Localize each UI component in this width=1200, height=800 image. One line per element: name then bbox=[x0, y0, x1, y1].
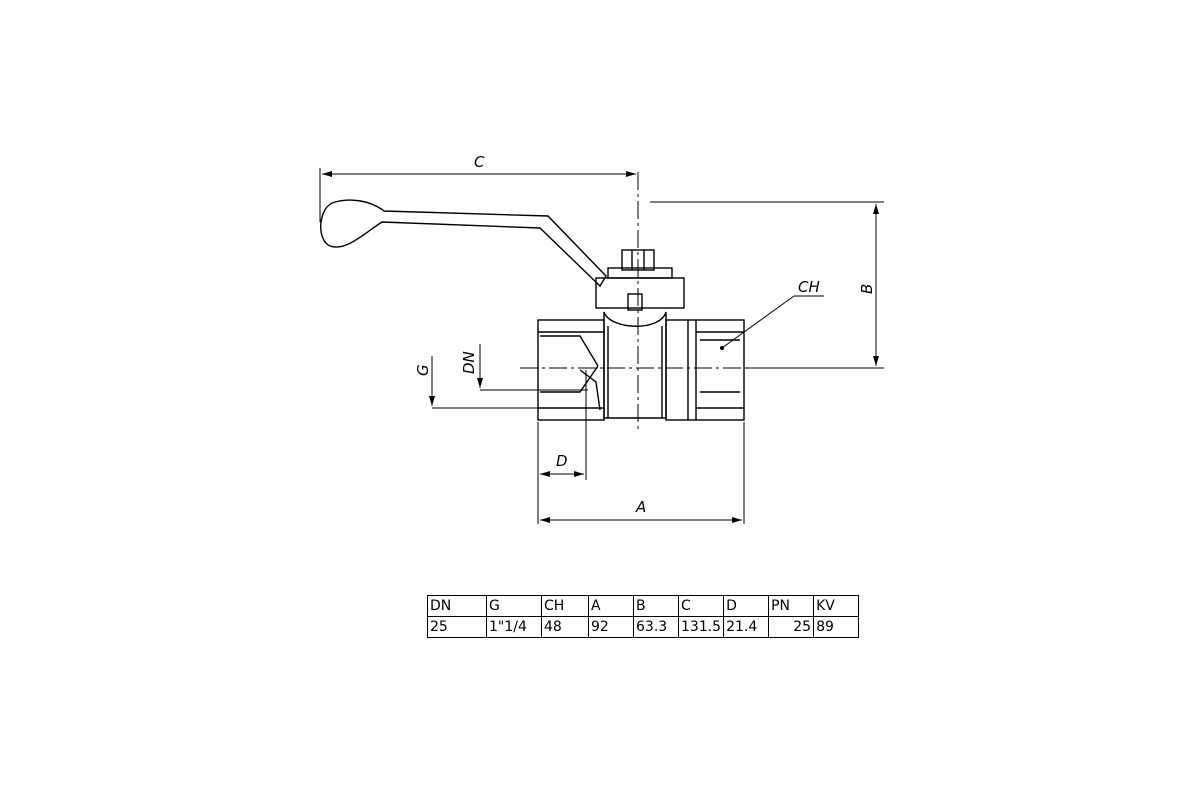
dim-label-c: C bbox=[474, 153, 485, 171]
left-port bbox=[537, 319, 605, 421]
dim-label-dn: DN bbox=[460, 351, 478, 374]
header-cell-dn: DN bbox=[427, 595, 487, 617]
handle-hub bbox=[595, 277, 685, 309]
value-cell-b: 63.3 bbox=[633, 616, 679, 638]
header-cell-g: G bbox=[486, 595, 542, 617]
dim-label-ch: CH bbox=[798, 278, 820, 296]
value-cell-c: 131.5 bbox=[677, 616, 725, 638]
dim-label-b: B bbox=[858, 284, 876, 294]
dimensions-table: DN G CH A B C D PN KV 25 1"1/4 48 92 63.… bbox=[427, 595, 860, 638]
table-header-row: DN G CH A B C D PN KV bbox=[427, 595, 860, 617]
dim-label-a: A bbox=[635, 498, 646, 516]
lever-handle bbox=[320, 199, 607, 288]
header-cell-kv: KV bbox=[813, 595, 860, 617]
valve-body bbox=[603, 311, 667, 419]
right-port bbox=[665, 319, 745, 421]
header-cell-pn: PN bbox=[768, 595, 815, 617]
header-cell-b: B bbox=[633, 595, 679, 617]
value-cell-dn: 25 bbox=[427, 616, 487, 638]
table-row: 25 1"1/4 48 92 63.3 131.5 21.4 25 89 bbox=[427, 616, 860, 638]
value-cell-g: 1"1/4 bbox=[486, 616, 542, 638]
value-cell-kv: 89 bbox=[813, 616, 860, 638]
header-cell-d: D bbox=[723, 595, 770, 617]
value-cell-pn: 25 bbox=[768, 616, 815, 638]
dim-label-g: G bbox=[414, 364, 432, 376]
header-cell-ch: CH bbox=[541, 595, 589, 617]
header-cell-c: C bbox=[677, 595, 725, 617]
dim-label-d: D bbox=[556, 452, 568, 470]
header-cell-a: A bbox=[588, 595, 634, 617]
value-cell-d: 21.4 bbox=[723, 616, 770, 638]
value-cell-a: 92 bbox=[588, 616, 634, 638]
value-cell-ch: 48 bbox=[541, 616, 589, 638]
